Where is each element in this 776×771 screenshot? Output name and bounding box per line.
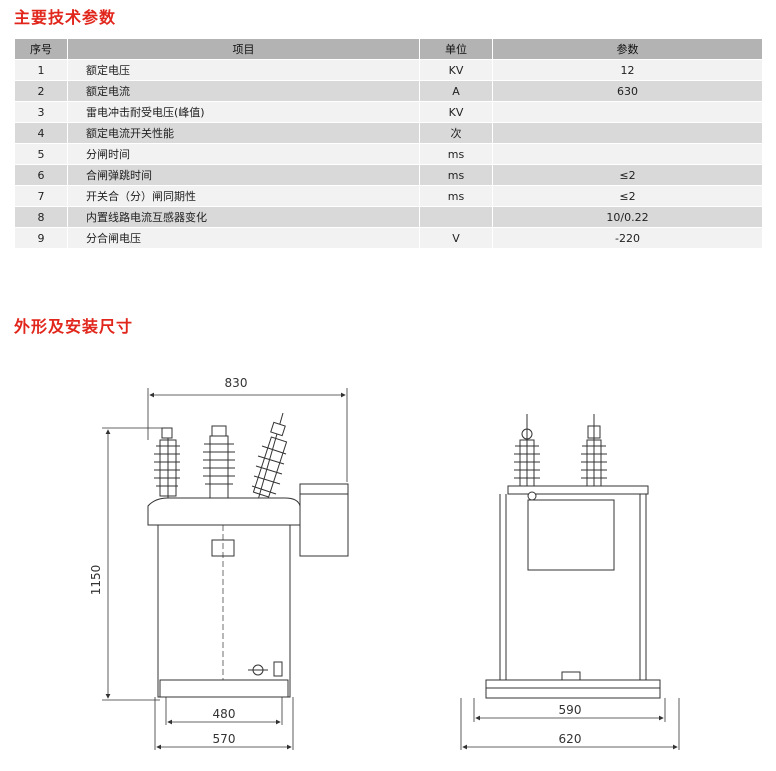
row-value: 12: [492, 59, 763, 81]
table-row: 8 内置线路电流互感器变化 10/0.22: [14, 206, 763, 228]
row-unit: ms: [419, 185, 493, 207]
table-row: 2 额定电流 A 630: [14, 80, 763, 102]
dim-side-mount: 590: [559, 703, 582, 717]
row-value: 630: [492, 80, 763, 102]
header-unit: 单位: [419, 38, 493, 60]
row-unit: ms: [419, 143, 493, 165]
dim-front-mount: 480: [213, 707, 236, 721]
row-item: 雷电冲击耐受电压(峰值): [67, 101, 420, 123]
row-item: 内置线路电流互感器变化: [67, 206, 420, 228]
row-no: 3: [14, 101, 68, 123]
table-header-row: 序号 项目 单位 参数: [14, 38, 763, 60]
row-no: 9: [14, 227, 68, 249]
dim-front-base: 570: [213, 732, 236, 746]
section-title-dimensions: 外形及安装尺寸: [14, 317, 134, 336]
table-row: 4 额定电流开关性能 次: [14, 122, 763, 144]
row-value: ≤2: [492, 164, 763, 186]
row-value: [492, 122, 763, 144]
table-row: 1 额定电压 KV 12: [14, 59, 763, 81]
side-view: [460, 414, 680, 750]
table-row: 6 合闸弹跳时间 ms ≤2: [14, 164, 763, 186]
parameters-table: 序号 项目 单位 参数 1 额定电压 KV 12 2 额定电流 A 630 3 …: [14, 38, 763, 249]
row-item: 额定电压: [67, 59, 420, 81]
section-title-main-parameters: 主要技术参数: [14, 8, 117, 27]
row-no: 2: [14, 80, 68, 102]
row-unit: V: [419, 227, 493, 249]
dim-side-base: 620: [559, 732, 582, 746]
dim-front-height: 1150: [89, 565, 103, 596]
row-item: 分合闸电压: [67, 227, 420, 249]
front-view: [102, 388, 349, 750]
row-value: [492, 101, 763, 123]
front-bushings: [154, 412, 288, 501]
row-no: 7: [14, 185, 68, 207]
table-row: 3 雷电冲击耐受电压(峰值) KV: [14, 101, 763, 123]
header-value: 参数: [492, 38, 763, 60]
row-item: 额定电流: [67, 80, 420, 102]
table-row: 9 分合闸电压 V -220: [14, 227, 763, 249]
header-no: 序号: [14, 38, 68, 60]
row-unit: [419, 206, 493, 228]
dim-front-width: 830: [225, 376, 248, 390]
row-item: 合闸弹跳时间: [67, 164, 420, 186]
header-item: 项目: [67, 38, 420, 60]
row-no: 1: [14, 59, 68, 81]
row-value: -220: [492, 227, 763, 249]
row-item: 分闸时间: [67, 143, 420, 165]
row-value: 10/0.22: [492, 206, 763, 228]
